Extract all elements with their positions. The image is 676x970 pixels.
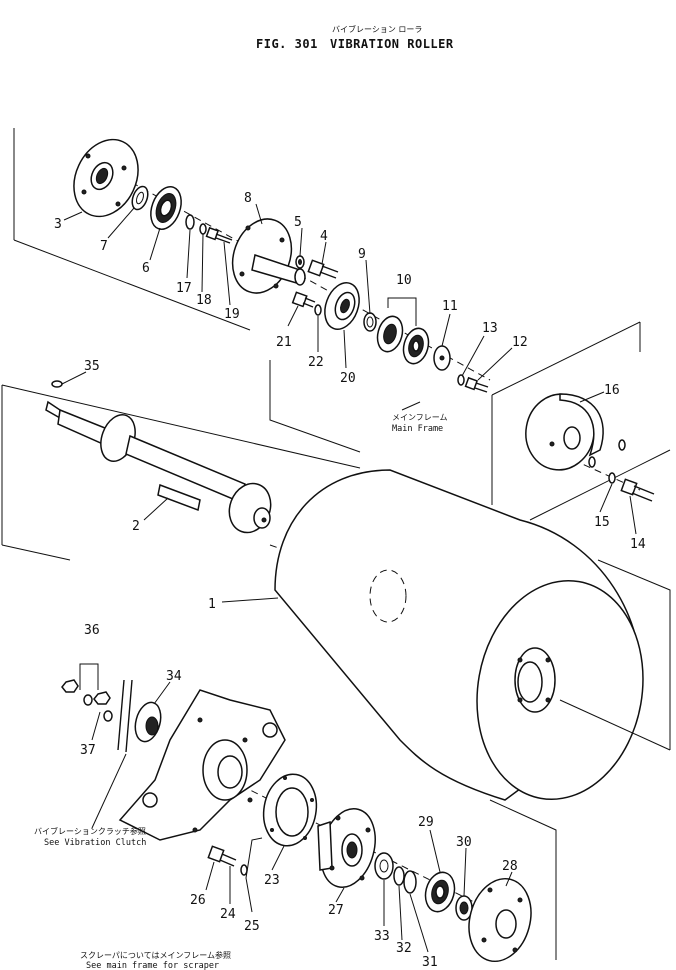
callout-28: 28 [502, 859, 518, 874]
callout-8: 8 [244, 191, 252, 206]
part-36-nuts [61, 679, 111, 705]
part-3-flange-cover [73, 138, 139, 218]
callout-16: 16 [604, 383, 620, 398]
reference-notes: メインフレーム Main Frame バイブレーションクラッチ参照 See Vi… [34, 413, 448, 970]
callout-6: 6 [142, 261, 150, 276]
right-frame-top [491, 321, 641, 396]
callout-37: 37 [80, 743, 96, 758]
part-4-bolt [307, 259, 339, 279]
figure-title: VIBRATION ROLLER [330, 37, 454, 51]
callout-24: 24 [220, 907, 236, 922]
leader-lines [61, 203, 637, 953]
part-8-flange-shaft [231, 218, 306, 294]
part-37-washers [83, 694, 113, 722]
callout-33: 33 [374, 929, 390, 944]
callout-7: 7 [100, 239, 108, 254]
callout-3: 3 [54, 217, 62, 232]
callout-18: 18 [196, 293, 212, 308]
left-shaft-boundary-bottom [1, 544, 71, 561]
note-scraper: See main frame for scraper [86, 961, 219, 970]
callout-31: 31 [422, 955, 438, 970]
callout-19: 19 [224, 307, 240, 322]
note-main-frame: Main Frame [392, 424, 443, 434]
figure-number: FIG. 301 [256, 37, 318, 51]
callout-20: 20 [340, 371, 356, 386]
callout-11: 11 [442, 299, 458, 314]
callout-23: 23 [264, 873, 280, 888]
callout-26: 26 [190, 893, 206, 908]
part-13-washer [457, 374, 465, 386]
callout-5: 5 [294, 215, 302, 230]
note-scraper-jp: スクレーパについてはメインフレーム参照 [80, 950, 231, 960]
part-14-bolt [620, 478, 655, 502]
part-27-hub [317, 808, 376, 888]
callout-32: 32 [396, 941, 412, 956]
part-29-bearing [424, 871, 456, 913]
callout-27: 27 [328, 903, 344, 918]
diagram-header: バイブレーション ローラ FIG. 301 VIBRATION ROLLER [256, 24, 454, 51]
left-upper-boundary-slant [13, 239, 251, 331]
part-15-washers [588, 439, 626, 484]
title-japanese: バイブレーション ローラ [332, 24, 422, 34]
part-6-bearing [150, 186, 182, 230]
callout-4: 4 [320, 229, 328, 244]
part-11-plate [433, 345, 451, 371]
part-10-bearing-set [376, 315, 430, 365]
callout-36: 36 [84, 623, 100, 638]
callout-22: 22 [308, 355, 324, 370]
callout-35: 35 [84, 359, 100, 374]
left-shaft-boundary-top [1, 384, 361, 469]
callout-34: 34 [166, 669, 182, 684]
part-32-ring [393, 866, 405, 886]
part-33-seal [374, 852, 394, 880]
note-main-frame-jp: メインフレーム [392, 413, 448, 422]
callout-14: 14 [630, 537, 646, 552]
part-31-ring [403, 870, 417, 894]
callout-10: 10 [396, 273, 412, 288]
callout-1: 1 [208, 597, 216, 612]
part-35-key [51, 380, 63, 388]
part-22-washer [314, 304, 322, 316]
part-18-lock-washer [199, 223, 207, 235]
callout-30: 30 [456, 835, 472, 850]
part-25-washer [240, 864, 248, 876]
callout-15: 15 [594, 515, 610, 530]
callout-17: 17 [176, 281, 192, 296]
note-clutch-jp: バイブレーションクラッチ参照 [34, 826, 146, 836]
part-12-bolt [464, 376, 489, 393]
part-17-washer [185, 214, 195, 230]
callout-21: 21 [276, 335, 292, 350]
right-frame-bottom [529, 449, 671, 521]
callout-9: 9 [358, 247, 366, 262]
part-20-bearing-cover [324, 282, 360, 330]
callout-25: 25 [244, 919, 260, 934]
part-1-roller-drum [274, 469, 671, 801]
part-26-bolt [207, 845, 237, 867]
part-9-ring [363, 312, 377, 332]
drum-lower-boundary [489, 799, 557, 960]
part-2-eccentric-shaft [45, 400, 272, 534]
part-5-washer [295, 255, 305, 269]
vibration-clutch-housing [118, 689, 286, 841]
part-28-side-cover [468, 877, 532, 963]
part-7-oil-seal [131, 185, 149, 211]
part-34-pulley [117, 679, 162, 753]
drum-right-boundary [597, 559, 671, 750]
callout-12: 12 [512, 335, 528, 350]
part-23-gasket [262, 773, 318, 847]
part-21-bolt [291, 291, 316, 308]
frame-boundaries [1, 128, 671, 960]
callout-2: 2 [132, 519, 140, 534]
callout-13: 13 [482, 321, 498, 336]
callout-numbers: 3 7 6 17 18 19 8 5 4 9 10 11 13 12 16 15… [54, 191, 646, 970]
main-frame-bracket [269, 360, 361, 453]
note-clutch: See Vibration Clutch [44, 838, 146, 848]
callout-29: 29 [418, 815, 434, 830]
part-19-bolt [205, 226, 233, 244]
part-16-end-cover [525, 393, 604, 471]
